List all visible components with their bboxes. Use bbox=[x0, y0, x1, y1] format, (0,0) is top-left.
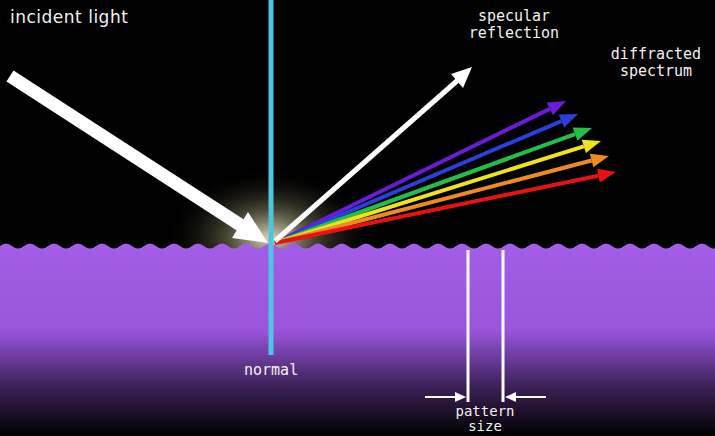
arrowhead bbox=[559, 114, 578, 127]
diffracted-rays bbox=[275, 101, 616, 243]
spectrum-ray bbox=[275, 146, 584, 243]
dimension-arrow bbox=[513, 396, 546, 398]
spectrum-ray bbox=[275, 121, 561, 243]
arrowhead bbox=[597, 169, 616, 183]
reflection-label: specular reflection bbox=[462, 8, 566, 41]
dimension-label: pattern size bbox=[446, 404, 524, 435]
dimension-arrow bbox=[425, 396, 458, 398]
arrowhead bbox=[451, 67, 472, 88]
arrowhead bbox=[573, 128, 592, 141]
spectrum-label: diffracted spectrum bbox=[604, 46, 708, 79]
pattern-mark bbox=[502, 250, 505, 402]
arrowhead bbox=[505, 392, 516, 402]
arrowhead bbox=[582, 140, 601, 153]
arrowhead bbox=[232, 212, 268, 243]
grating-surface bbox=[0, 244, 715, 436]
arrowhead bbox=[547, 101, 566, 115]
reflected-ray bbox=[275, 80, 458, 241]
spectrum-ray bbox=[275, 176, 598, 243]
spectrum-ray bbox=[275, 109, 550, 243]
arrowhead bbox=[590, 154, 609, 168]
normal-line bbox=[269, 0, 274, 355]
incident-label: incident light bbox=[10, 8, 128, 27]
arrowhead bbox=[455, 392, 466, 402]
normal-label: normal bbox=[244, 362, 298, 379]
incident-ray bbox=[10, 76, 245, 228]
pattern-mark bbox=[467, 250, 470, 402]
